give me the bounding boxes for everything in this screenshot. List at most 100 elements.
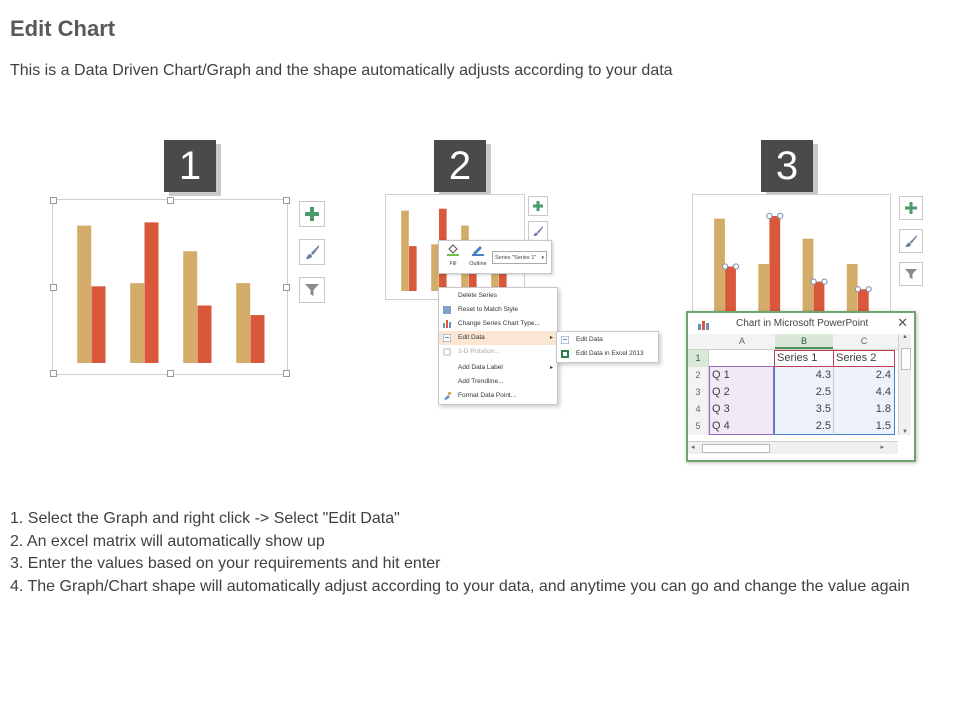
bar-series2[interactable] [725,266,736,327]
resize-handle[interactable] [283,284,290,291]
bar-series1[interactable] [714,218,725,327]
chart-filters-button[interactable] [299,277,325,303]
row-number[interactable]: 3 [695,387,701,397]
series-select[interactable]: Series "Series 1" ▾ [492,251,547,264]
bar-series1[interactable] [846,264,858,327]
scroll-up-icon[interactable]: ▲ [902,334,908,340]
selection-handle[interactable] [821,278,828,285]
selection-handle[interactable] [732,263,740,270]
bar-series2[interactable] [769,216,781,327]
category-range [709,367,774,435]
bar-series2[interactable] [813,281,825,327]
outline-button[interactable]: Outline [466,243,490,271]
bar-series2[interactable] [197,305,212,364]
chart-3-frame[interactable] [692,194,891,327]
menu-item-change-chart-type[interactable]: Change Series Chart Type... [439,317,557,331]
resize-handle[interactable] [283,370,290,377]
menu-item-3d-rotation[interactable]: 3-D Rotation... [439,345,557,359]
bar-series1[interactable] [236,283,251,363]
chart-elements-button[interactable] [528,196,548,216]
cell-b1[interactable]: Series 1 [777,352,818,364]
vertical-scrollbar[interactable]: ▲ ▼ [898,334,911,435]
selection-handle[interactable] [721,263,729,270]
horizontal-scrollbar[interactable]: ◂ ▸ [688,441,898,454]
bar-series1[interactable] [130,283,145,363]
cell-category[interactable]: Q 4 [712,420,730,432]
cell-series1[interactable]: 2.5 [815,420,831,432]
cell-series1[interactable]: 4.3 [815,369,831,381]
bar-series2[interactable] [91,286,106,363]
cell-series2[interactable]: 1.5 [875,420,891,432]
bar-series1[interactable] [401,210,409,291]
submenu-item-edit-in-excel[interactable]: Edit Data in Excel 2013 [557,347,658,361]
scroll-thumb[interactable] [702,444,770,453]
excel-title: Chart in Microsoft PowerPoint [736,318,869,329]
chart-1[interactable] [53,200,287,374]
cell-series2[interactable]: 2.4 [875,369,891,381]
row-number[interactable]: 2 [695,370,701,380]
chart-elements-button[interactable] [299,201,325,227]
chart-styles-button[interactable] [299,239,325,265]
menu-item-format-data-point[interactable]: Format Data Point... [439,389,557,403]
filter-icon [905,269,917,279]
edit-data-icon [443,334,451,342]
selection-handle[interactable] [777,212,784,220]
chart-1-side-buttons [299,201,325,303]
chart-styles-button[interactable] [528,221,548,241]
menu-item-add-trendline[interactable]: Add Trendline... [458,378,504,385]
resize-handle[interactable] [50,370,57,377]
bar-series1[interactable] [431,244,439,291]
menu-item-reset-style[interactable]: Reset to Match Style [439,303,557,317]
bar-series1[interactable] [758,264,770,327]
cell-category[interactable]: Q 2 [712,386,730,398]
bar-series1[interactable] [77,225,92,363]
grid-line [833,367,834,435]
submenu-item-edit-data[interactable]: Edit Data [557,333,658,347]
chart-elements-button[interactable] [899,196,923,220]
close-icon[interactable]: ✕ [897,315,908,330]
cell-series2[interactable]: 1.8 [875,403,891,415]
scroll-left-icon[interactable]: ◂ [691,444,695,451]
chart-filters-button[interactable] [899,262,923,286]
resize-handle[interactable] [50,284,57,291]
edit-data-icon [561,336,569,344]
cell-c1[interactable]: Series 2 [836,352,877,364]
selection-handle[interactable] [766,212,773,220]
column-header-b[interactable]: B [775,334,833,349]
bar-series2[interactable] [409,246,417,291]
bar-series1[interactable] [183,251,198,363]
cell-series2[interactable]: 4.4 [875,386,891,398]
bar-series2[interactable] [857,289,869,327]
bar-series2[interactable] [250,315,265,363]
row-number[interactable]: 4 [695,404,701,414]
bar-series1[interactable] [802,238,814,327]
resize-handle[interactable] [167,370,174,377]
column-header-c[interactable]: C [860,336,868,346]
menu-item-edit-data[interactable]: Edit Data ▸ [439,331,557,345]
chart-1-frame[interactable] [50,197,290,377]
cell-category[interactable]: Q 3 [712,403,730,415]
selection-handle[interactable] [854,286,861,293]
resize-handle[interactable] [167,197,174,204]
cell-series1[interactable]: 2.5 [815,386,831,398]
scroll-down-icon[interactable]: ▼ [902,429,908,435]
selection-handle[interactable] [865,286,872,293]
chart-3[interactable] [693,195,890,327]
menu-item-add-data-label[interactable]: Add Data Label ▸ [439,361,557,375]
bar-series2[interactable] [144,222,159,363]
column-header-a[interactable]: A [738,336,745,346]
cell-category[interactable]: Q 1 [712,369,730,381]
row-number[interactable]: 5 [695,421,701,431]
bar-series2[interactable] [499,263,507,291]
cell-series1[interactable]: 3.5 [815,403,831,415]
menu-item-delete-series[interactable]: Delete Series [458,292,498,299]
scroll-thumb[interactable] [901,348,911,370]
resize-handle[interactable] [50,197,57,204]
fill-button[interactable]: Fill [444,243,462,271]
resize-handle[interactable] [283,197,290,204]
row-number[interactable]: 1 [688,350,708,367]
chart-styles-button[interactable] [899,229,923,253]
selection-handle[interactable] [810,278,817,285]
scroll-right-icon[interactable]: ▸ [880,444,884,451]
bar-series2[interactable] [469,257,477,291]
